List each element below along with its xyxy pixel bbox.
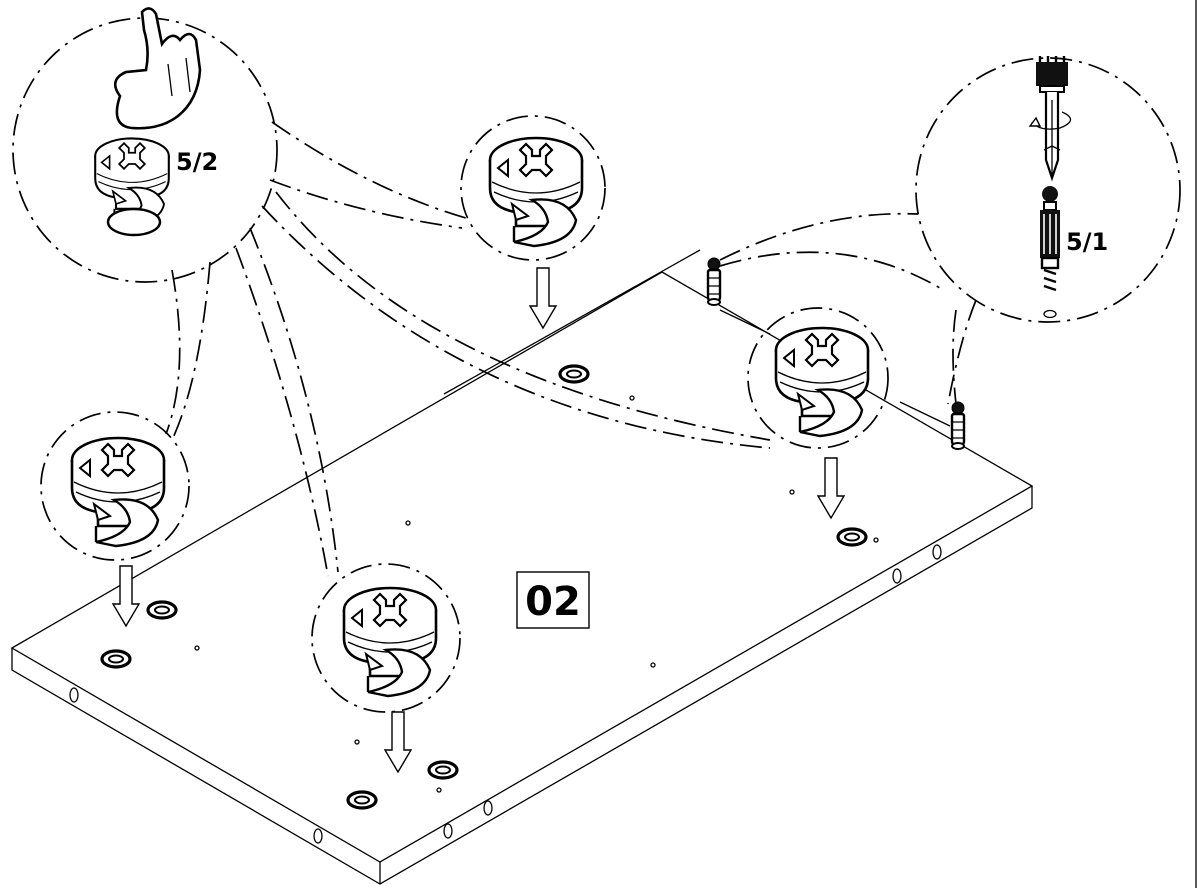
cam-lock-icon: [70, 436, 166, 548]
screwdriver-icon: [1028, 56, 1072, 182]
cam-lock-icon: [488, 136, 584, 248]
finger-icon: [113, 7, 202, 130]
cam-bolt-icon: [1040, 186, 1060, 319]
detail-bubble-bolt: 5/1: [915, 56, 1181, 323]
part-label-cam-bolt: 5/1: [1066, 228, 1108, 256]
step-number-box: 02: [516, 571, 590, 629]
detail-bubble-cam-top: [460, 115, 606, 261]
detail-bubble-cam-insert: 5/2: [12, 7, 278, 283]
step-number: 02: [525, 579, 581, 625]
part-label-cam-lock: 5/2: [176, 148, 218, 176]
detail-bubble-cam-left: [40, 411, 190, 561]
connector-lines: [165, 121, 977, 577]
detail-bubble-cam-bottom: [311, 563, 461, 713]
down-arrow: [111, 267, 846, 774]
detail-bubble-cam-right: [747, 307, 889, 449]
